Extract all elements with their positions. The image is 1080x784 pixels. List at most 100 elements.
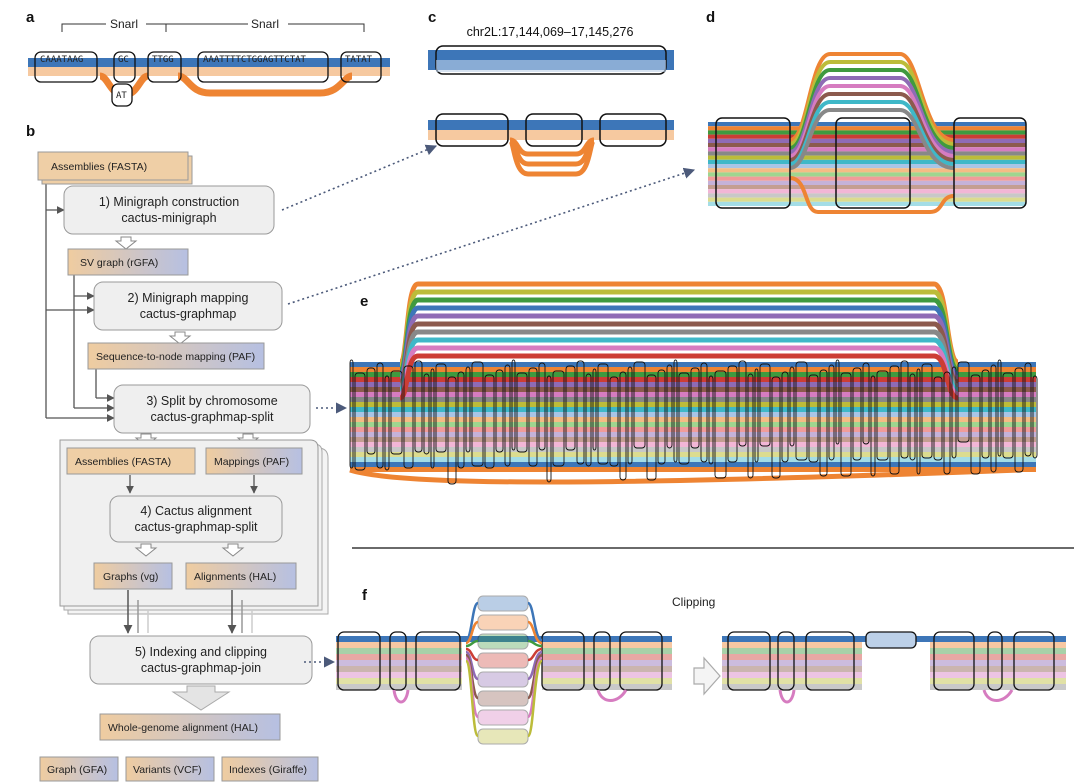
graph-node (389, 631, 407, 691)
graph-node (805, 631, 855, 691)
node-box (835, 117, 911, 209)
graph-node (593, 631, 611, 691)
graph-node (876, 370, 889, 461)
dotted-link-arrows (281, 144, 696, 668)
graph-node (354, 372, 366, 471)
clipped-node (865, 631, 917, 649)
haplotype-stripe (542, 678, 672, 684)
graph-node (795, 361, 808, 461)
step5-command: cactus-graphmap-join (141, 661, 261, 675)
haplotype-stripe (708, 193, 1026, 198)
haplotype-stripe (722, 684, 862, 690)
alignments-label: Alignments (HAL) (194, 571, 276, 583)
insertion-path (465, 620, 479, 645)
panel-b: b Assemblies (FASTA) 1) Minigraph constr… (26, 123, 696, 782)
graph-node (376, 362, 384, 469)
node-box (435, 113, 509, 147)
whole-genome-label: Whole-genome alignment (HAL) (108, 722, 258, 734)
haplotype-stripe (708, 126, 1026, 131)
haplotype-stripe (722, 648, 862, 654)
graph-node (970, 374, 981, 475)
chromosome-stripe (350, 412, 1036, 417)
node-seq: TATAT (345, 55, 373, 65)
graph-node (471, 361, 484, 467)
haplotype-stripe (336, 642, 462, 648)
graph-node (414, 360, 423, 453)
node-box (147, 51, 182, 83)
chromosome-stripe (350, 387, 1036, 392)
bubble-path (789, 176, 955, 214)
step1-title: 1) Minigraph construction (99, 195, 239, 209)
graph-node (852, 367, 862, 461)
insertion-path (464, 659, 480, 738)
graph-node (747, 373, 754, 479)
snarl-bracket-left-end (146, 23, 167, 32)
haplotype-stripe (336, 678, 462, 684)
graph-node (666, 364, 673, 449)
step2-command: cactus-graphmap (140, 307, 237, 321)
chromosome-stripe (350, 432, 1036, 437)
haplotype-stripe (722, 678, 862, 684)
graph-node (828, 364, 835, 461)
whole-genome-output (99, 713, 281, 741)
graph-node (933, 376, 943, 461)
chromosome-stripe (350, 457, 1036, 462)
mappings-per-chrom (205, 447, 303, 475)
graph-node (627, 366, 633, 465)
node-seq: GC (118, 55, 129, 65)
variant-path (982, 689, 1014, 702)
chromosome-stripe (350, 392, 1036, 397)
node-box (197, 51, 329, 83)
chromosome-graph-nodes (349, 359, 1038, 485)
haplotype-stripe (542, 642, 672, 648)
graph-node (727, 631, 771, 691)
haplotype-stripe (336, 684, 462, 690)
panel-c: c chr2L:17,144,069–17,145,276 (428, 9, 674, 177)
haplotype-stripe (708, 185, 1026, 190)
graph-node (430, 368, 435, 469)
chromosome-stripe (350, 367, 1036, 372)
chromosome-stripe (350, 372, 1036, 377)
single-node-tint (436, 60, 666, 72)
haplotype-stripe (930, 666, 1066, 672)
chromosome-stripe (350, 422, 1036, 427)
alt-loops (507, 137, 597, 177)
inner-arrows (126, 475, 258, 494)
indexes-giraffe-output (221, 756, 319, 782)
graph-node (592, 368, 597, 451)
haplotype-stripe (722, 654, 862, 660)
bubble-path (789, 108, 955, 170)
haplotype-stripe (708, 122, 1026, 127)
graph-node (435, 363, 447, 453)
graph-node (754, 368, 759, 463)
haplotype-stripe (930, 642, 1066, 648)
panel-letter-d: d (706, 9, 715, 26)
chromosome-stripe (350, 397, 1036, 402)
haplotype-stripe (708, 134, 1026, 139)
step1-box (63, 185, 275, 235)
chromosome-stripe (350, 437, 1036, 442)
node-seq: TTGG (152, 55, 174, 65)
panel-letter-c: c (428, 9, 436, 26)
haplotype-stripe (542, 648, 672, 654)
haplotype-bubbles (789, 52, 955, 214)
graph-node (708, 375, 714, 465)
haplotype-stripe (930, 660, 1066, 666)
graph-node (504, 364, 511, 467)
flow-connectors (45, 178, 115, 422)
node-box (34, 51, 98, 83)
clipped-graph (722, 631, 1066, 704)
chromosome-stripe (350, 462, 1036, 467)
step2-box (93, 281, 283, 331)
multi-haplotype-tracks (708, 122, 1026, 206)
haplotype-stripe (708, 180, 1026, 185)
insertion-path (527, 639, 543, 648)
haplotype-stripe (708, 151, 1026, 156)
graph-node (862, 362, 870, 445)
alt-node-box (111, 83, 133, 107)
seq-to-node-label: Sequence-to-node mapping (PAF) (96, 351, 255, 363)
haplotype-stripe (336, 654, 462, 660)
clipping-title: Clipping (672, 595, 715, 609)
insertion-node (477, 709, 529, 726)
